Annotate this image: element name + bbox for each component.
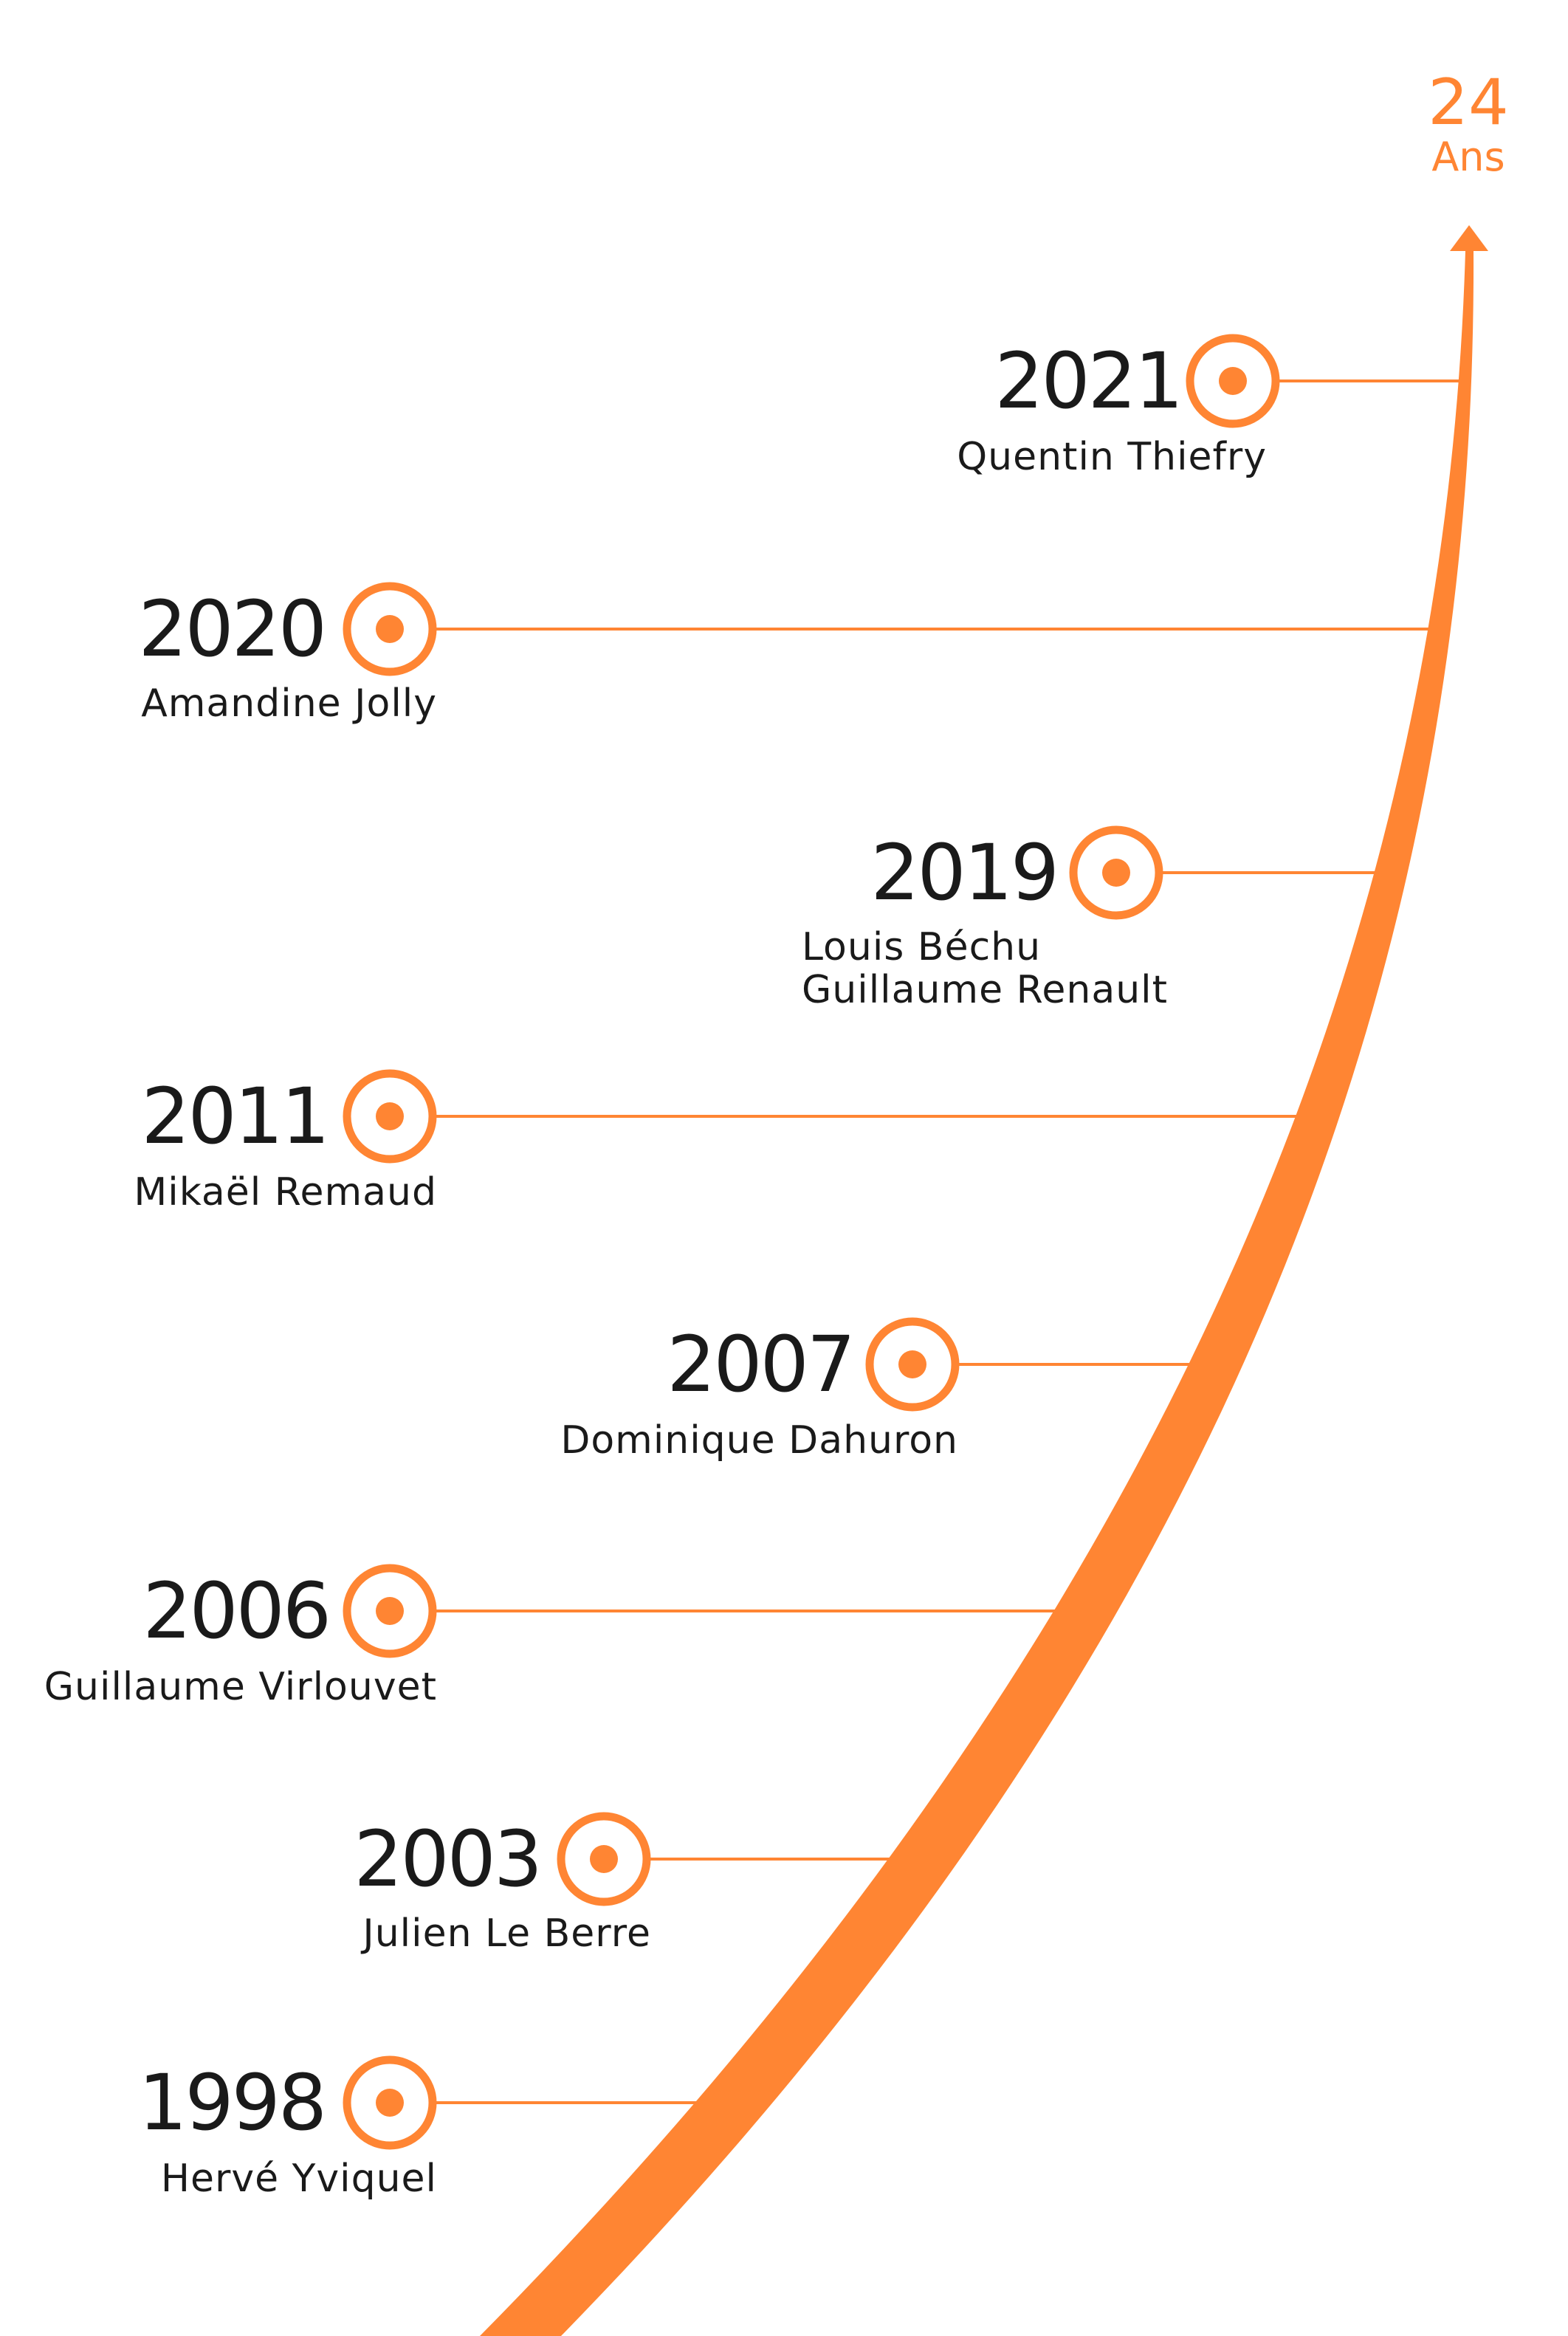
timeline-marker-dot-icon	[376, 2089, 404, 2117]
timeline-name: Dominique Dahuron	[560, 1418, 958, 1463]
timeline-name: Louis Béchu	[802, 925, 1042, 969]
timeline-name: Julien Le Berre	[362, 1911, 651, 1956]
timeline-name: Hervé Yviquel	[160, 2157, 437, 2201]
timeline-names: Julien Le Berre	[362, 1912, 651, 1955]
timeline-names: Hervé Yviquel	[161, 2157, 437, 2200]
timeline-year: 2007	[667, 1319, 856, 1409]
timeline-year: 2006	[142, 1566, 331, 1656]
timeline-name: Mikaël Remaud	[134, 1170, 437, 1215]
timeline-marker-dot-icon	[376, 1102, 404, 1130]
timeline-year: 1998	[138, 2058, 327, 2148]
timeline-marker-dot-icon	[1102, 859, 1130, 887]
timeline-year: 2011	[141, 1071, 330, 1161]
timeline-names: Dominique Dahuron	[560, 1419, 958, 1462]
timeline-marker-dot-icon	[898, 1350, 926, 1378]
timeline-name: Guillaume Virlouvet	[44, 1665, 437, 1709]
timeline-marker-dot-icon	[376, 1597, 404, 1625]
timeline-name: Guillaume Renault	[802, 968, 1168, 1012]
timeline-marker-dot-icon	[376, 615, 404, 643]
timeline-names: Mikaël Remaud	[134, 1171, 437, 1214]
growth-curve	[480, 251, 1474, 2336]
arrow-head-icon	[1450, 225, 1488, 251]
timeline-names: Louis Béchu Guillaume Renault	[802, 926, 1168, 1011]
timeline-names: Amandine Jolly	[141, 682, 437, 725]
top-label-number: 24	[1428, 66, 1509, 140]
timeline-year: 2019	[870, 828, 1059, 918]
timeline-year: 2020	[138, 584, 327, 674]
timeline-marker-dot-icon	[1219, 367, 1247, 395]
top-label-unit: Ans	[1431, 134, 1505, 180]
timeline-year: 2021	[994, 336, 1183, 426]
timeline-name: Quentin Thiefry	[957, 435, 1267, 479]
timeline-year: 2003	[354, 1814, 543, 1904]
timeline-name: Amandine Jolly	[141, 681, 437, 726]
timeline-names: Guillaume Virlouvet	[44, 1666, 437, 1708]
timeline-marker-dot-icon	[590, 1845, 618, 1873]
top-label: 24 Ans	[1406, 71, 1531, 177]
timeline-names: Quentin Thiefry	[957, 436, 1267, 478]
